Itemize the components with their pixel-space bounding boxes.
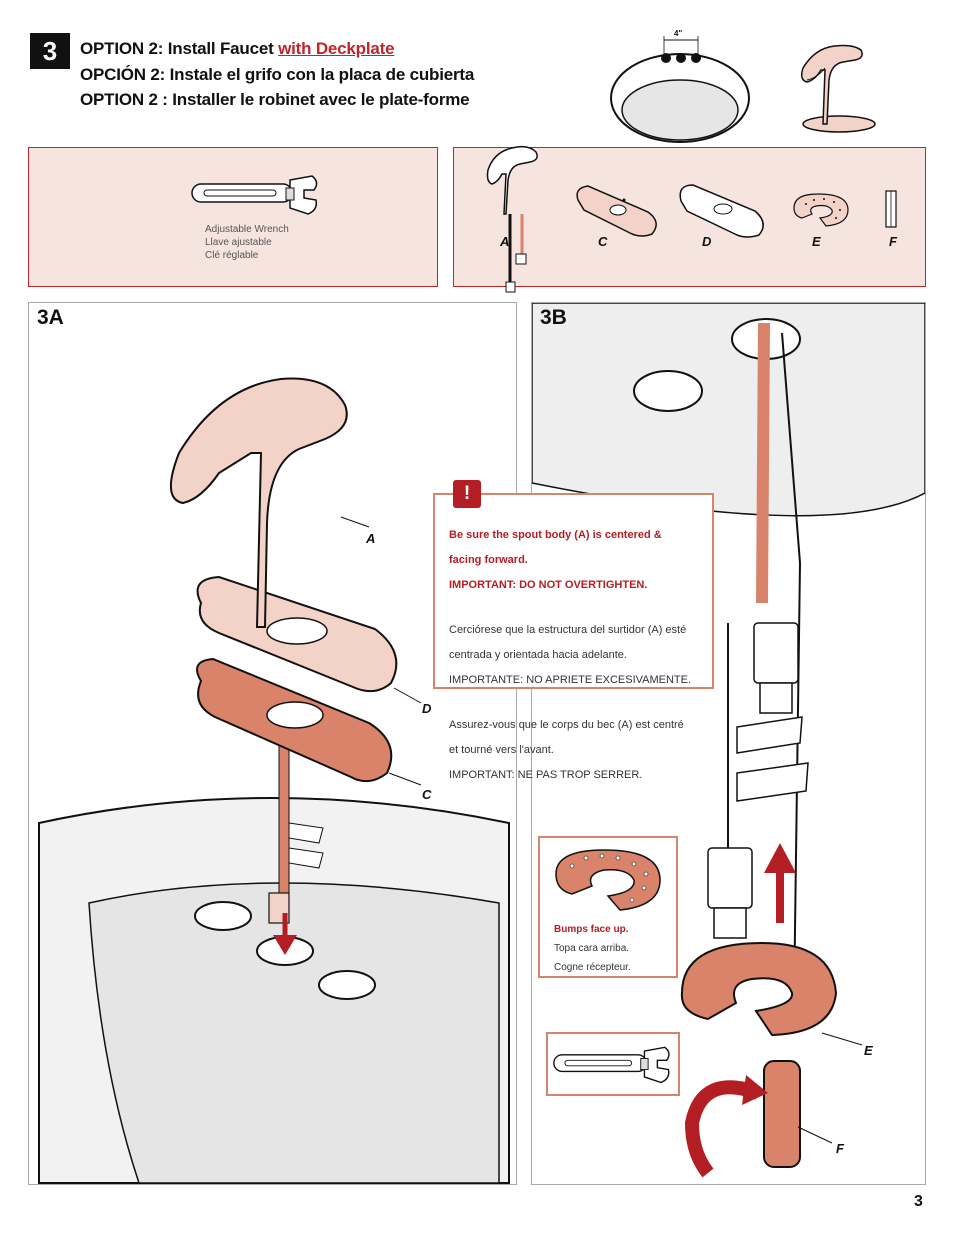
part-d-label: D xyxy=(702,234,712,249)
warning-en-line3: IMPORTANT: DO NOT OVERTIGHTEN. xyxy=(449,579,648,591)
heading-english-text: OPTION 2: Install Faucet xyxy=(80,39,279,58)
bumps-text: Bumps face up. Topa cara arriba. Cogne r… xyxy=(554,920,631,977)
bumps-es: Topa cara arriba. xyxy=(554,943,630,954)
warning-icon: ! xyxy=(453,480,481,508)
section-3a-label: 3A xyxy=(37,306,64,329)
heading-spanish: OPCIÓN 2: Instale el grifo con la placa … xyxy=(80,65,475,84)
faucet-preview-icon xyxy=(800,44,876,133)
step-3b-label-f: F xyxy=(836,1141,844,1156)
warning-fr-line2: et tourné vers l'avant. xyxy=(449,744,554,756)
warning-en-line2: facing forward. xyxy=(449,554,528,566)
part-d-deckplate-icon xyxy=(679,184,764,238)
heading-french: OPTION 2 : Installer le robinet avec le … xyxy=(80,90,470,109)
hole-spacing-label: 4" xyxy=(674,29,683,38)
part-a-label: A xyxy=(500,234,510,249)
warning-es-line1: Cerciórese que la estructura del surtido… xyxy=(449,624,687,636)
section-3b-label: 3B xyxy=(540,306,567,329)
sink-top-view-diagram xyxy=(610,36,750,143)
step-3a-illustration xyxy=(38,377,510,1184)
warning-es-line3: IMPORTANTE: NO APRIETE EXCESIVAMENTE. xyxy=(449,674,692,686)
step-3a-label-c: C xyxy=(422,787,432,802)
part-f-label: F xyxy=(889,234,897,249)
adjustable-wrench-icon xyxy=(191,175,318,215)
part-a-spout-icon xyxy=(486,145,538,293)
part-e-label: E xyxy=(812,234,821,249)
step-3b-illustration xyxy=(532,303,925,1178)
tool-wrench-labels: Adjustable Wrench Llave ajustable Clé ré… xyxy=(205,223,289,262)
tools-panel xyxy=(28,147,438,287)
warning-fr-line3: IMPORTANT: NE PAS TROP SERRER. xyxy=(449,769,643,781)
step-3b-label-e: E xyxy=(864,1043,873,1058)
bumps-washer-icon xyxy=(555,849,661,911)
bumps-en: Bumps face up. xyxy=(554,924,629,935)
warning-text: Be sure the spout body (A) is centered &… xyxy=(449,517,707,793)
tool-wrench-fr: Clé réglable xyxy=(205,250,259,261)
step-3a-label-a: A xyxy=(366,531,376,546)
parts-panel xyxy=(453,147,926,287)
part-e-washer-icon xyxy=(793,193,849,227)
step-3a-label-d: D xyxy=(422,701,432,716)
deckplate-link[interactable]: with Deckplate xyxy=(278,39,395,58)
tool-wrench-es: Llave ajustable xyxy=(205,237,272,248)
part-f-nut-icon xyxy=(885,190,897,228)
step-number-badge: 3 xyxy=(30,33,70,69)
warning-fr-line1: Assurez-vous que le corps du bec (A) est… xyxy=(449,719,684,731)
warning-en-line1: Be sure the spout body (A) is centered & xyxy=(449,529,662,541)
page-number: 3 xyxy=(914,1193,923,1210)
part-c-gasket-icon xyxy=(576,185,657,237)
warning-es-line2: centrada y orientada hacia adelante. xyxy=(449,649,627,661)
bumps-fr: Cogne récepteur. xyxy=(554,962,631,973)
tool-wrench-en: Adjustable Wrench xyxy=(205,224,289,235)
warning-callout xyxy=(433,493,714,689)
part-c-label: C xyxy=(598,234,608,249)
wrench-callout-icon xyxy=(553,1046,670,1084)
heading-english: OPTION 2: Install Faucet with Deckplate xyxy=(80,39,395,59)
